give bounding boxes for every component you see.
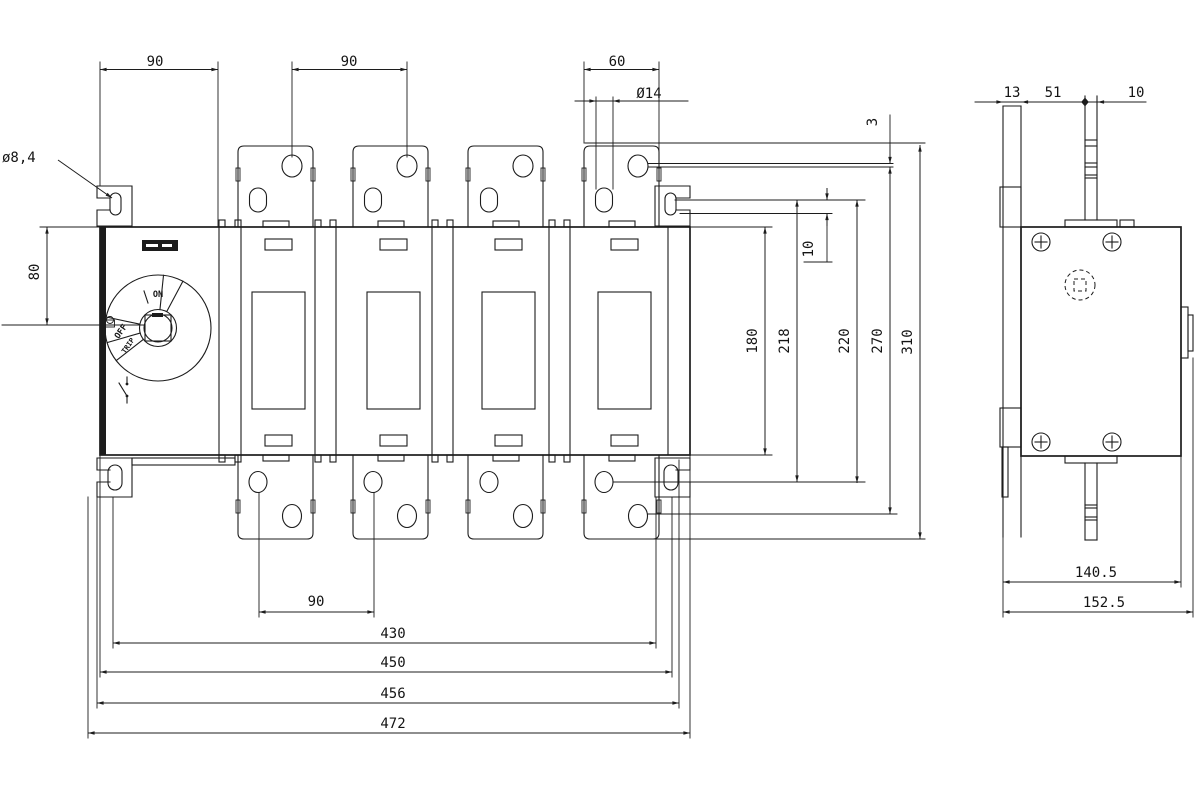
screw-icon [1031,432,1051,452]
front-view: ON OFF TRIP [1,54,926,739]
screw-icon [1031,232,1051,252]
dim-label-450: 450 [380,655,405,671]
handle-trip-label: TRIP [120,337,136,355]
device-body [99,219,691,463]
dim-label-51: 51 [1045,85,1062,101]
dim-label-140-5: 140.5 [1075,565,1117,581]
terminal-hole [512,154,534,178]
dim-label-180: 180 [745,328,761,353]
terminals-top [235,145,662,228]
terminal-hole [479,470,499,494]
side-terminal-blade-bottom [1084,462,1098,541]
dim-label-430: 430 [380,626,405,642]
dim-label-60: 60 [609,54,626,70]
handle-on-label: ON [153,290,163,300]
shaft-hole-hidden [1064,269,1096,301]
dim-label-13: 13 [1004,85,1021,101]
terminal-hole [281,503,303,529]
terminal-hole [627,154,649,178]
terminal-slot [363,187,383,213]
side-terminal-blade-top [1084,95,1098,221]
pole-windows [251,291,652,410]
dim-label-10: 10 [801,241,817,258]
dim-label-218: 218 [777,328,793,353]
side-dimensions [974,97,1194,618]
terminal-hole [627,503,649,529]
shaft-square-hole [144,314,172,342]
separator-tabs [218,219,571,463]
terminal-hole [363,470,383,494]
dim-label-90-top-left: 90 [147,54,164,70]
terminal-hole [594,470,614,494]
terminal-hole [248,470,268,494]
drive-shaft-boss [1180,306,1189,359]
switch-symbol-icon [118,376,129,404]
dim-label-dia14: Ø14 [636,86,661,102]
terminal-slot [594,187,614,213]
padlock-icon [105,316,115,328]
dim-label-10-side: 10 [1128,85,1145,101]
left-end-plate [100,227,106,455]
screw-icon [1102,232,1122,252]
terminal-slot [479,187,499,213]
dim-label-456: 456 [380,686,405,702]
side-view: 13 51 10 140.5 152.5 [974,85,1194,618]
dim-label-dia8-4: ø8,4 [2,150,36,166]
terminal-hole [512,503,534,529]
dim-label-270: 270 [870,328,886,353]
brand-label [142,240,178,251]
terminal-hole [396,154,418,178]
dim-label-3: 3 [865,118,881,126]
dim-label-90-top-mid: 90 [341,54,358,70]
dim-label-472: 472 [380,716,405,732]
rotary-handle: ON OFF TRIP [104,274,212,404]
dim-label-80: 80 [27,264,43,281]
dim-label-90-bottom: 90 [308,594,325,610]
front-dimensions [1,61,926,739]
terminal-hole [281,154,303,178]
dim-label-152-5: 152.5 [1083,595,1125,611]
side-mounting-plate [999,105,1022,538]
side-body [1020,219,1194,464]
screw-icon [1102,432,1122,452]
mounting-brackets [96,185,691,498]
terminal-slot [248,187,268,213]
dim-label-220: 220 [837,328,853,353]
terminals-bottom [235,454,662,540]
terminal-hole [396,503,418,529]
vent-slots [264,238,639,447]
dim-label-310: 310 [900,329,916,354]
